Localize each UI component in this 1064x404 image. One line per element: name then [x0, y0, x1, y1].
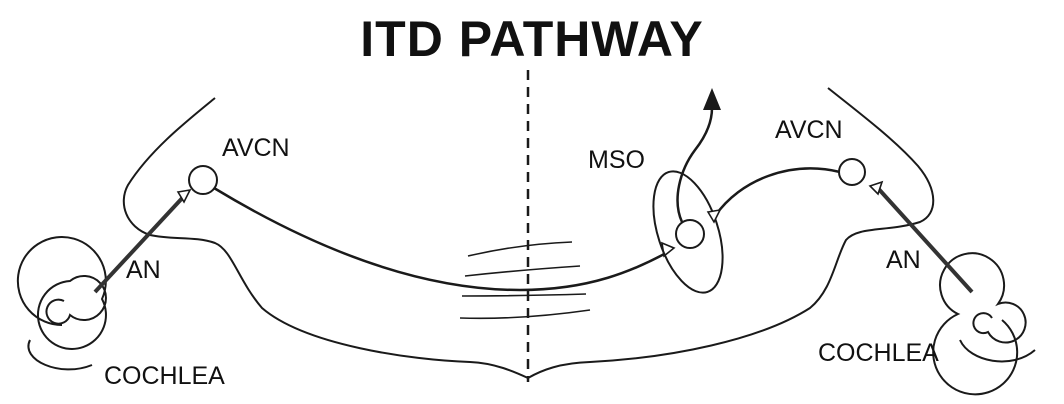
output-arrowhead [703, 88, 721, 110]
ipsilateral-projection [713, 167, 841, 217]
mso-output-axon [676, 107, 714, 223]
right-an-fiber [874, 184, 974, 294]
label-cochlea-right: COCHLEA [818, 339, 939, 367]
diagram-title: ITD PATHWAY [360, 11, 704, 67]
left-cochlea [16, 236, 107, 371]
mso-neuron [675, 219, 705, 249]
label-cochlea-left: COCHLEA [104, 362, 225, 390]
label-avcn-left: AVCN [222, 134, 290, 162]
label-an-right: AN [886, 246, 921, 274]
label-an-left: AN [126, 256, 161, 284]
left-an-fiber [93, 192, 188, 294]
label-avcn-right: AVCN [775, 116, 843, 144]
right-avcn-neuron [838, 158, 866, 186]
mso-ipsi-synapse [706, 208, 722, 224]
left-avcn-neuron [188, 165, 218, 195]
mso-nucleus [652, 170, 724, 294]
crossing-fibers [459, 241, 591, 320]
contralateral-projection [213, 186, 669, 292]
right-an-synapse [868, 180, 884, 196]
label-mso: MSO [588, 146, 645, 174]
right-cochlea [932, 252, 1036, 396]
left-an-synapse [176, 188, 192, 204]
